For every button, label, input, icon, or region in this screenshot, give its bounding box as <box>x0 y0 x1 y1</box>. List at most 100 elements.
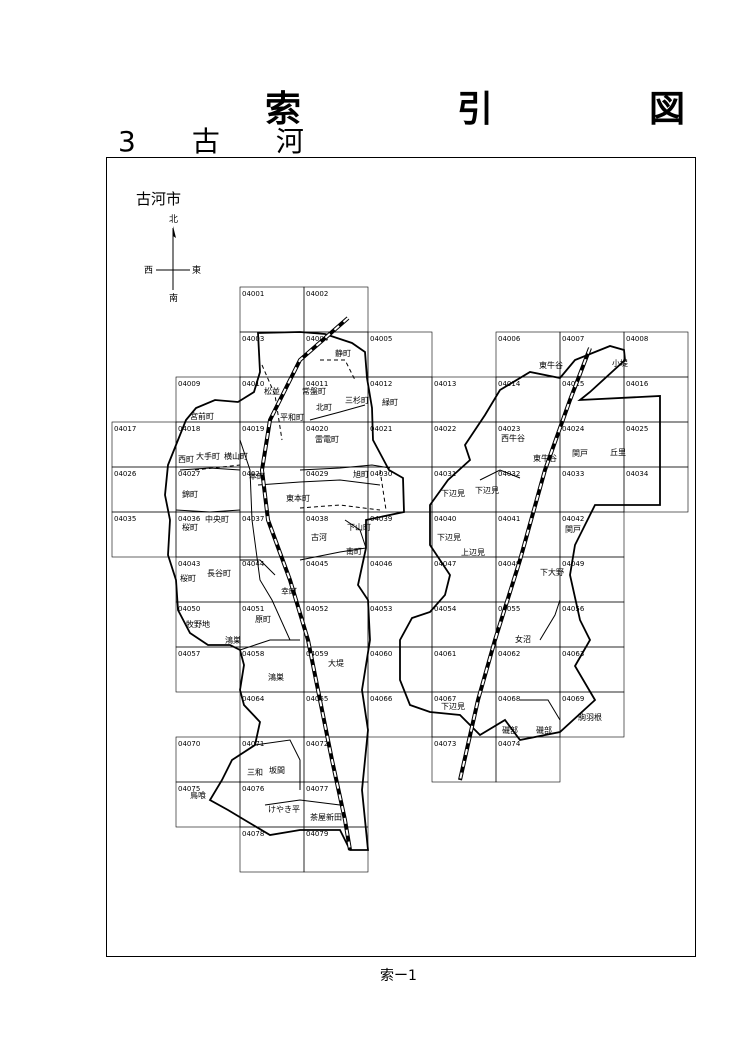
sheet-cell[interactable]: 04065 <box>303 691 369 738</box>
sheet-cell[interactable]: 04014 <box>495 376 561 423</box>
sheet-id: 04028 <box>242 470 264 478</box>
place-label: 幸町 <box>281 587 297 596</box>
sheet-id: 04049 <box>562 560 584 568</box>
place-label: 桜町 <box>182 522 198 532</box>
sheet-id: 04035 <box>114 515 136 523</box>
place-label: 坂間 <box>269 765 285 775</box>
sheet-id: 04060 <box>370 650 392 658</box>
sheet-id: 04013 <box>434 380 456 388</box>
sheet-cell[interactable]: 04057 <box>175 646 241 693</box>
sheet-id: 04056 <box>562 605 585 613</box>
sheet-cell-border <box>623 466 689 513</box>
sheet-cell[interactable]: 04049 <box>559 556 625 603</box>
sheet-cell[interactable]: 04024 <box>559 421 625 468</box>
sheet-id: 04072 <box>306 740 328 748</box>
page-footer: 索ー1 <box>380 968 417 984</box>
sheet-cell[interactable]: 04016 <box>623 376 689 423</box>
place-label: 南町 <box>346 546 362 556</box>
sheet-cell[interactable]: 04058 <box>239 646 305 693</box>
sheet-id: 04071 <box>242 740 264 748</box>
sheet-id: 04076 <box>242 785 265 793</box>
sheet-id: 04017 <box>114 425 136 433</box>
place-label: 松並 <box>264 386 280 396</box>
sheet-cell[interactable]: 04042 <box>559 511 625 558</box>
sheet-cell[interactable]: 04052 <box>303 601 369 648</box>
sheet-id: 04008 <box>626 335 648 343</box>
sheet-cell-border <box>559 691 625 738</box>
place-label: 緑町 <box>382 397 398 407</box>
sheet-id: 04054 <box>434 605 457 613</box>
sheet-id: 04062 <box>498 650 520 658</box>
place-label: 下辺見 <box>441 489 465 498</box>
sheet-cell[interactable]: 04046 <box>367 556 433 603</box>
sheet-cell[interactable]: 04078 <box>239 826 305 873</box>
sheet-cell[interactable]: 04070 <box>175 736 241 783</box>
sheet-cell[interactable]: 04066 <box>367 691 433 738</box>
place-label: 東本町 <box>286 493 310 503</box>
place-label: 東牛谷 <box>533 453 557 463</box>
place-label: 小堤 <box>612 358 628 368</box>
sheet-cell[interactable]: 04034 <box>623 466 689 513</box>
sheet-cell[interactable]: 04005 <box>367 331 433 378</box>
place-label: 北町 <box>316 403 332 412</box>
sheet-cell[interactable]: 04062 <box>495 646 561 693</box>
sheet-id: 04043 <box>178 560 200 568</box>
place-label: 三和 <box>247 768 263 777</box>
place-label: 西牛谷 <box>501 433 525 443</box>
sheet-id: 04009 <box>178 380 200 388</box>
sheet-id: 04038 <box>306 515 328 523</box>
sheet-cell[interactable]: 04063 <box>559 646 625 693</box>
place-labels: 静町常盤町北町三杉町緑町松並平和町宮前町雷電町大手町横山町西町本町東本町旭町錦町… <box>178 348 628 822</box>
sheet-cell[interactable]: 04030 <box>367 466 433 513</box>
sheet-cell[interactable]: 04064 <box>239 691 305 738</box>
place-label: 静町 <box>335 348 351 358</box>
sheet-id: 04036 <box>178 515 201 523</box>
sheet-cell[interactable]: 04001 <box>239 286 305 333</box>
sheet-cell[interactable]: 04035 <box>111 511 177 558</box>
sheet-cell[interactable]: 04075 <box>175 781 241 828</box>
sheet-id: 04079 <box>306 830 328 838</box>
sheet-cell[interactable]: 04013 <box>431 376 497 423</box>
sheet-cell[interactable]: 04069 <box>559 691 625 738</box>
sheet-id: 04039 <box>370 515 392 523</box>
sheet-cell[interactable]: 04002 <box>303 286 369 333</box>
sheet-cell[interactable]: 04021 <box>367 421 433 468</box>
sheet-id: 04010 <box>242 380 264 388</box>
sheet-cell[interactable]: 04048 <box>495 556 561 603</box>
place-label: 駒羽根 <box>578 712 602 722</box>
sheet-cell[interactable]: 04032 <box>495 466 561 513</box>
sheet-cell[interactable]: 04019 <box>239 421 305 468</box>
sheet-id: 04022 <box>434 425 456 433</box>
place-label: 三杉町 <box>345 395 369 405</box>
sheet-cell[interactable]: 04017 <box>111 421 177 468</box>
sheet-cell[interactable]: 04006 <box>495 331 561 378</box>
sheet-id: 04075 <box>178 785 200 793</box>
sheet-cell[interactable]: 04054 <box>431 601 497 648</box>
sheet-id: 04065 <box>306 695 328 703</box>
district-lines <box>175 404 561 806</box>
sheet-cell[interactable]: 04056 <box>559 601 625 648</box>
sheet-cell[interactable]: 04012 <box>367 376 433 423</box>
sheet-cell[interactable]: 04022 <box>431 421 497 468</box>
sheet-id: 04073 <box>434 740 456 748</box>
sheet-id: 04020 <box>306 425 328 433</box>
place-label: 鴻巣 <box>225 635 241 645</box>
sheet-id: 04057 <box>178 650 200 658</box>
compass-north: 北 <box>169 214 178 225</box>
place-label: 雷電町 <box>315 435 339 444</box>
sheet-cell[interactable]: 04039 <box>367 511 433 558</box>
sheet-id: 04042 <box>562 515 584 523</box>
sheet-cell[interactable]: 04020 <box>303 421 369 468</box>
sheet-id: 04002 <box>306 290 328 298</box>
sheet-id: 04067 <box>434 695 456 703</box>
map-frame <box>106 157 696 957</box>
sheet-id: 04027 <box>178 470 200 478</box>
sheet-cell[interactable]: 04025 <box>623 421 689 468</box>
north-arrow-icon <box>173 226 176 238</box>
sheet-cell[interactable]: 04074 <box>495 736 561 783</box>
place-label: 下大野 <box>540 567 564 577</box>
sheet-id: 04063 <box>562 650 584 658</box>
sheet-cell[interactable]: 04008 <box>623 331 689 378</box>
sheet-id: 04015 <box>562 380 584 388</box>
